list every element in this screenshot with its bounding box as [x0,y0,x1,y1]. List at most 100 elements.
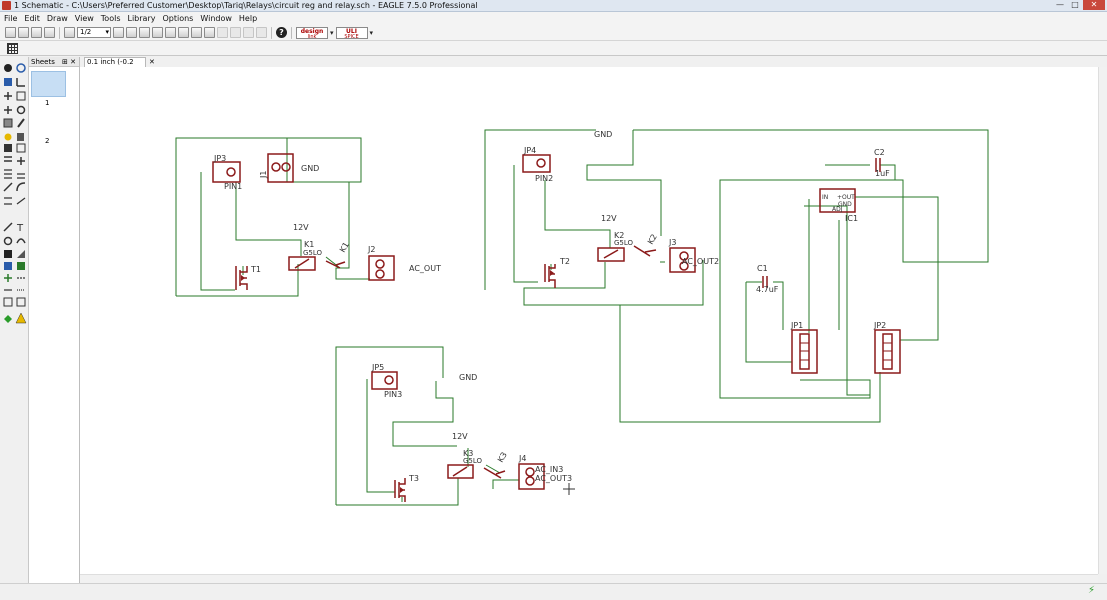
vertical-scrollbar[interactable] [1098,67,1107,574]
split-icon[interactable] [3,182,13,192]
zoom-select-icon[interactable] [204,27,215,38]
add-icon[interactable] [16,143,26,153]
polygon-icon[interactable] [17,250,25,258]
move-icon[interactable] [4,92,12,100]
frame-icon[interactable] [3,297,13,307]
schematic-canvas[interactable]: JP3 PIN1 J1 GND 12V K1 G5LO K1 J2 AC_OUT… [80,67,1098,574]
label-c1-value: 4.7uF [756,285,779,294]
change-icon[interactable] [4,133,12,141]
toolbar-separator [271,26,272,39]
display-icon[interactable] [4,78,12,86]
status-bar: ⚡ [0,583,1107,597]
label-t1: T1 [250,265,261,274]
script-icon[interactable] [113,27,124,38]
close-button[interactable]: ✕ [1083,0,1105,10]
sheets-header: Sheets ⊞ ✕ [29,57,79,67]
tab-close[interactable]: ✕ [149,58,155,66]
menu-tools[interactable]: Tools [100,14,121,23]
replace-icon[interactable] [17,157,25,165]
paste-icon[interactable] [17,133,24,141]
group-icon[interactable] [3,118,13,128]
help-icon[interactable]: ? [276,27,287,38]
label-jp1: JP1 [790,321,803,330]
eagle-app-icon [2,1,11,10]
copy-icon[interactable] [16,91,26,101]
pin-header-lines [800,342,892,361]
undo-icon[interactable] [217,27,228,38]
bus-icon[interactable] [4,262,12,270]
wrench-icon[interactable] [17,118,25,128]
schematic-drawing: JP3 PIN1 J1 GND 12V K1 G5LO K1 J2 AC_OUT… [175,129,989,506]
menu-view[interactable]: View [74,14,94,23]
go-icon[interactable] [256,27,267,38]
design-link-top: design [300,27,324,35]
minimize-button[interactable]: — [1056,0,1064,9]
design-link-bottom: link [307,33,317,40]
window-controls: — □ ✕ [1053,0,1105,11]
arc-icon[interactable] [16,238,26,244]
ulp-icon[interactable] [126,27,137,38]
junction-icon[interactable] [4,274,12,282]
zoom-redraw-icon[interactable] [191,27,202,38]
rect-icon[interactable] [4,250,12,258]
menu-bar: File Edit Draw View Tools Library Option… [0,12,1107,25]
zoom-fit-icon[interactable] [152,27,163,38]
label-pin3: PIN3 [384,390,402,399]
menu-help[interactable]: Help [238,14,258,23]
menu-window[interactable]: Window [200,14,232,23]
menu-draw[interactable]: Draw [46,14,68,23]
mirror-icon[interactable] [4,106,12,114]
horizontal-scrollbar[interactable] [80,574,1098,583]
circle-icon[interactable] [3,236,13,246]
menu-options[interactable]: Options [162,14,194,23]
tab-coordinates[interactable]: 0.1 inch (-0.2 1.5) [84,57,146,75]
errors-icon[interactable] [15,312,27,324]
sheet-select[interactable]: 1/2 [77,27,111,38]
value-icon[interactable] [4,197,12,205]
name-icon[interactable] [17,173,25,179]
smash-icon[interactable] [16,197,26,205]
info-icon[interactable] [4,64,12,72]
show-icon[interactable] [16,63,26,73]
open-icon[interactable] [5,27,16,38]
redo-icon[interactable] [230,27,241,38]
label-ic1: IC1 [845,214,858,223]
label-gnd3: GND [459,373,477,382]
zoom-out-icon[interactable] [178,27,189,38]
parts [212,153,901,502]
label-ic-in: IN [822,194,828,201]
erc-icon[interactable] [4,315,12,323]
module-icon[interactable] [16,297,26,307]
board-icon[interactable] [139,27,150,38]
label-jp4: JP4 [523,146,536,155]
mark-icon[interactable] [16,78,25,87]
chevron-down-icon[interactable]: ▾ [369,28,374,37]
sheets-pin[interactable]: ⊞ ✕ [62,58,76,66]
wire-icon[interactable] [3,222,13,232]
menu-edit[interactable]: Edit [24,14,40,23]
gateswap-icon[interactable] [4,169,12,179]
sheet-item-2[interactable]: 2 [45,137,50,145]
chevron-down-icon[interactable]: ▾ [330,28,334,37]
sheet-thumbnail[interactable] [31,71,66,97]
cam-icon[interactable] [44,27,55,38]
grid-icon[interactable] [7,43,18,54]
maximize-button[interactable]: □ [1071,0,1079,9]
label-jp5: JP5 [371,363,384,372]
text-icon[interactable]: T [16,223,24,234]
menu-library[interactable]: Library [127,14,156,23]
save-icon[interactable] [18,27,29,38]
net-icon[interactable] [17,262,25,270]
miter-icon[interactable] [16,182,26,192]
menu-file[interactable]: File [4,14,18,23]
stop-icon[interactable] [243,27,254,38]
pinswap-icon[interactable] [4,156,12,162]
print-icon[interactable] [31,27,42,38]
sheet-icon[interactable] [64,27,75,38]
zoom-in-icon[interactable] [165,27,176,38]
rotate-icon[interactable] [16,105,26,115]
sheet-item-1[interactable]: 1 [45,99,50,107]
delete-icon[interactable] [4,144,12,152]
